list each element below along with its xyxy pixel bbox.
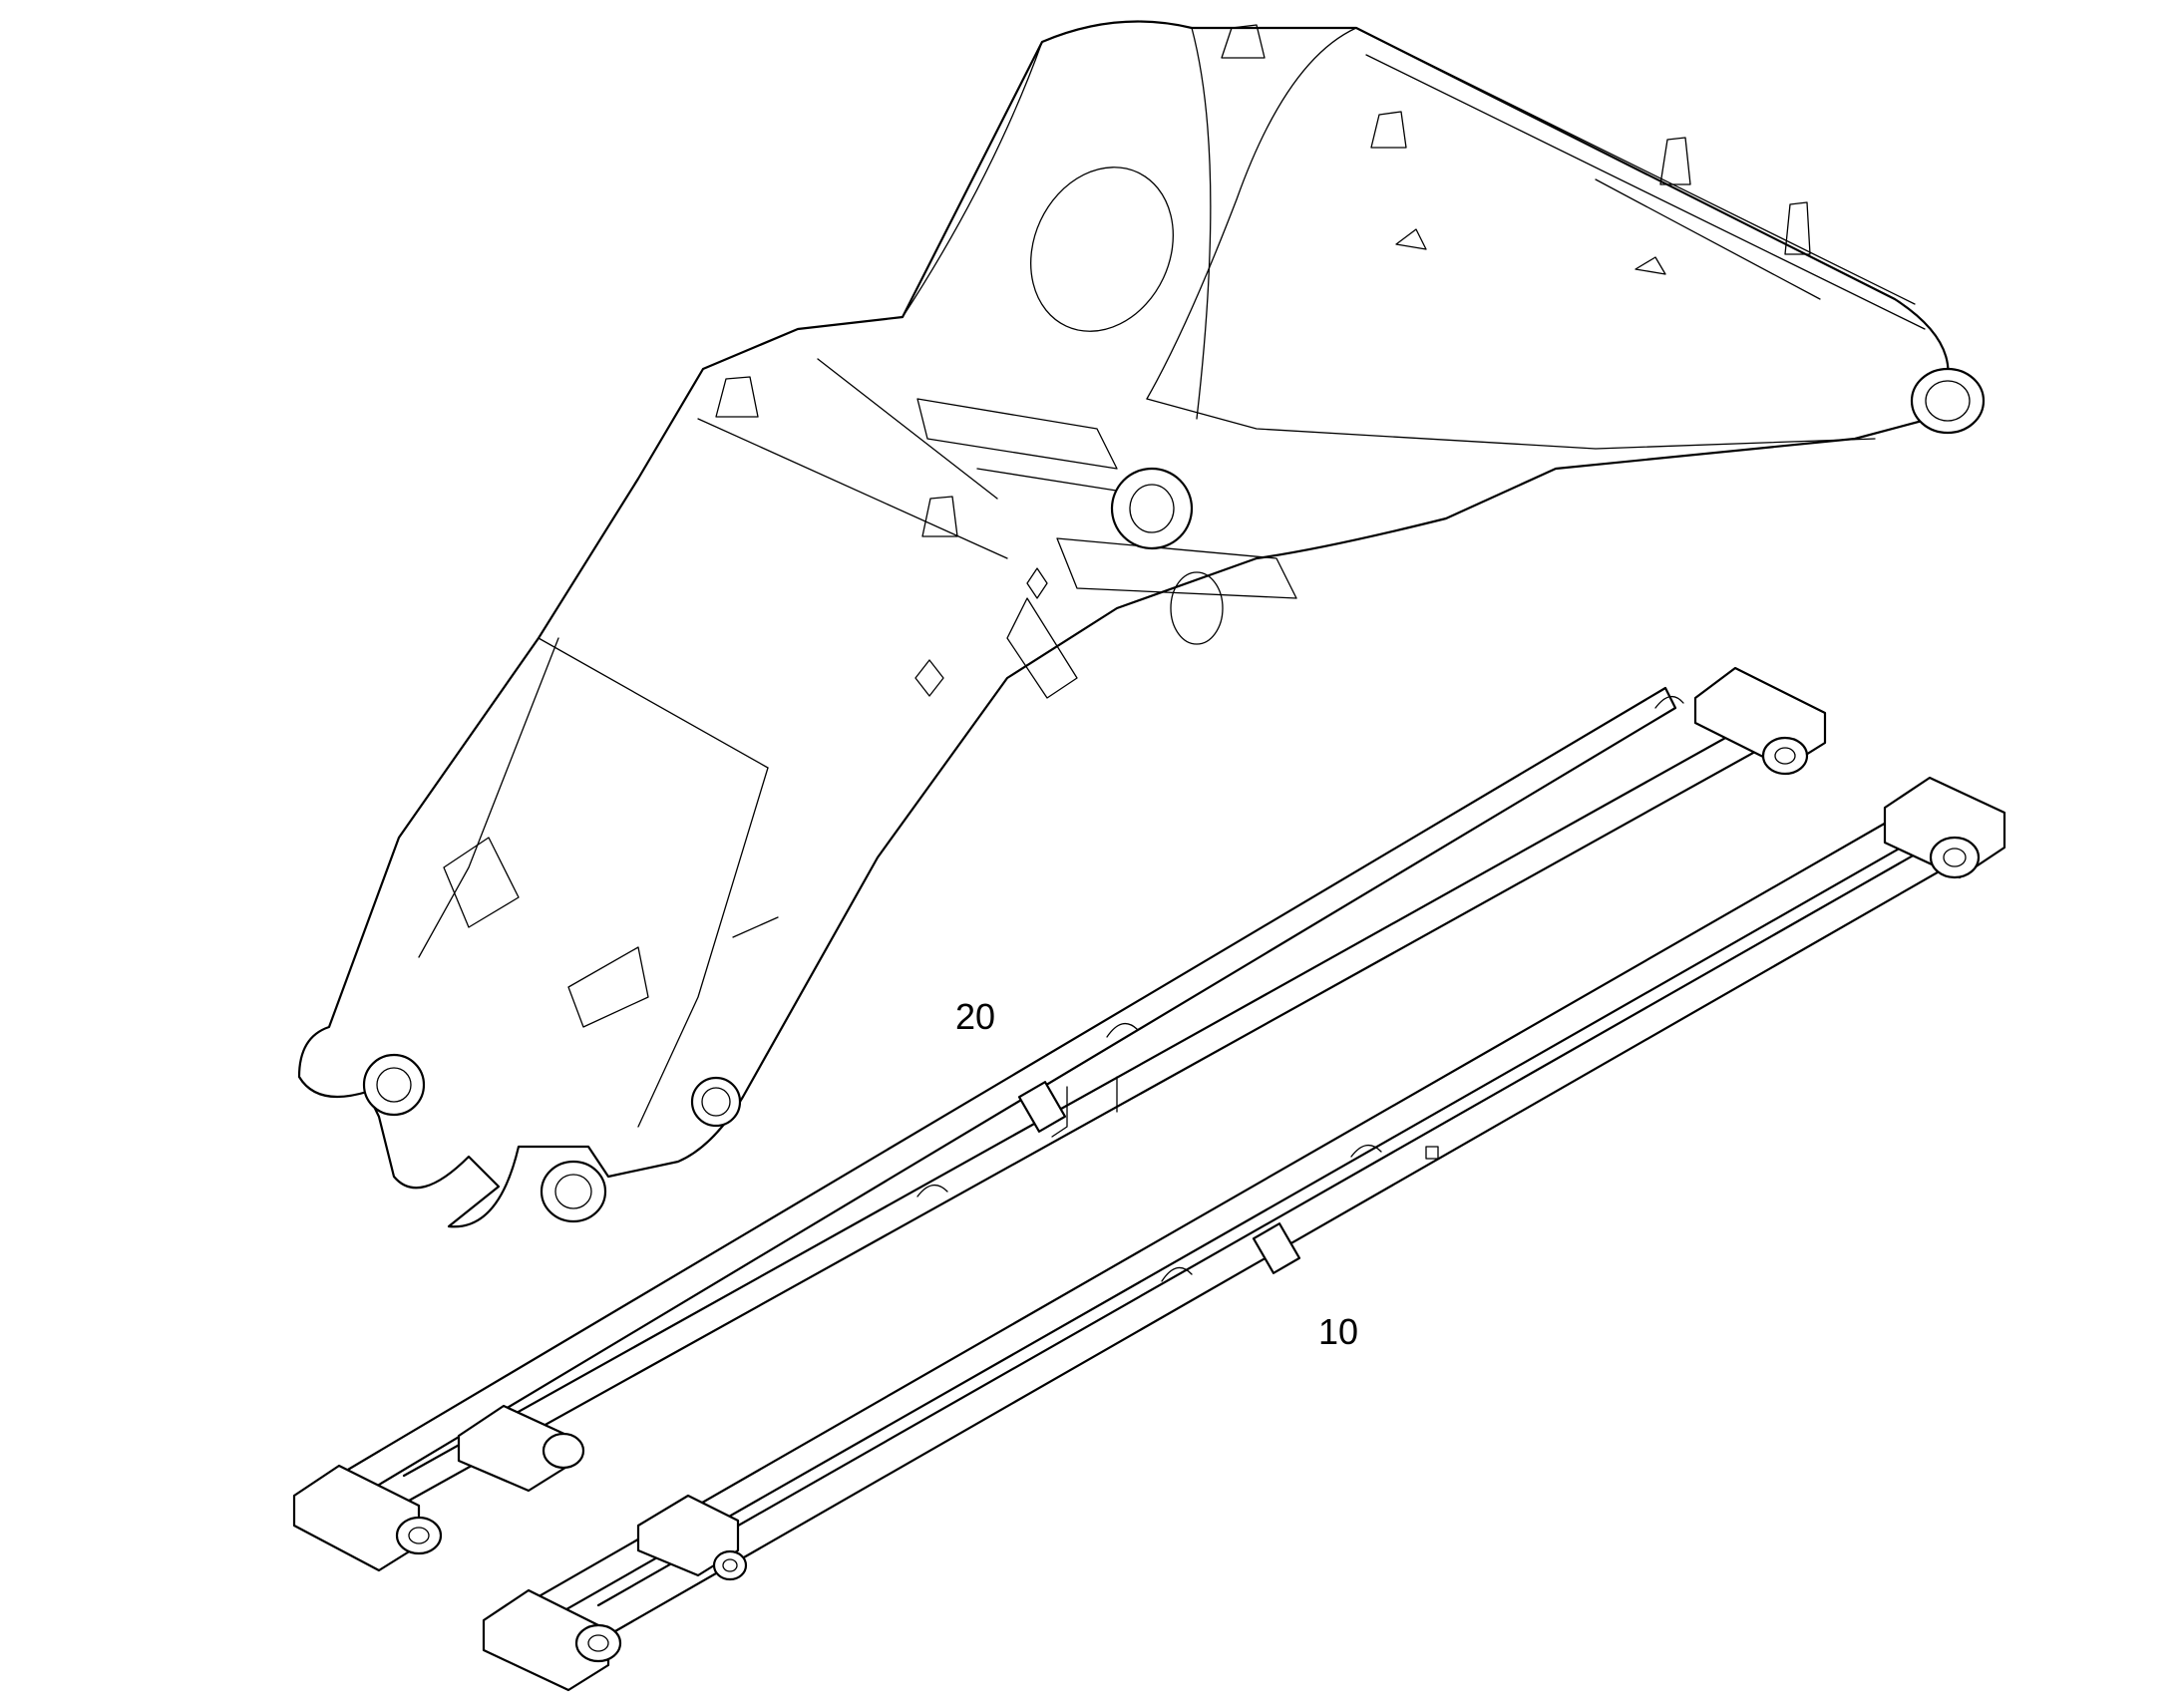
rail-item-20 <box>292 666 1827 1572</box>
boom-assembly <box>297 20 1986 1228</box>
callout-item-20: 20 <box>955 996 996 1037</box>
rail-item-10 <box>482 776 2006 1692</box>
callout-item-10: 10 <box>1318 1311 1359 1352</box>
